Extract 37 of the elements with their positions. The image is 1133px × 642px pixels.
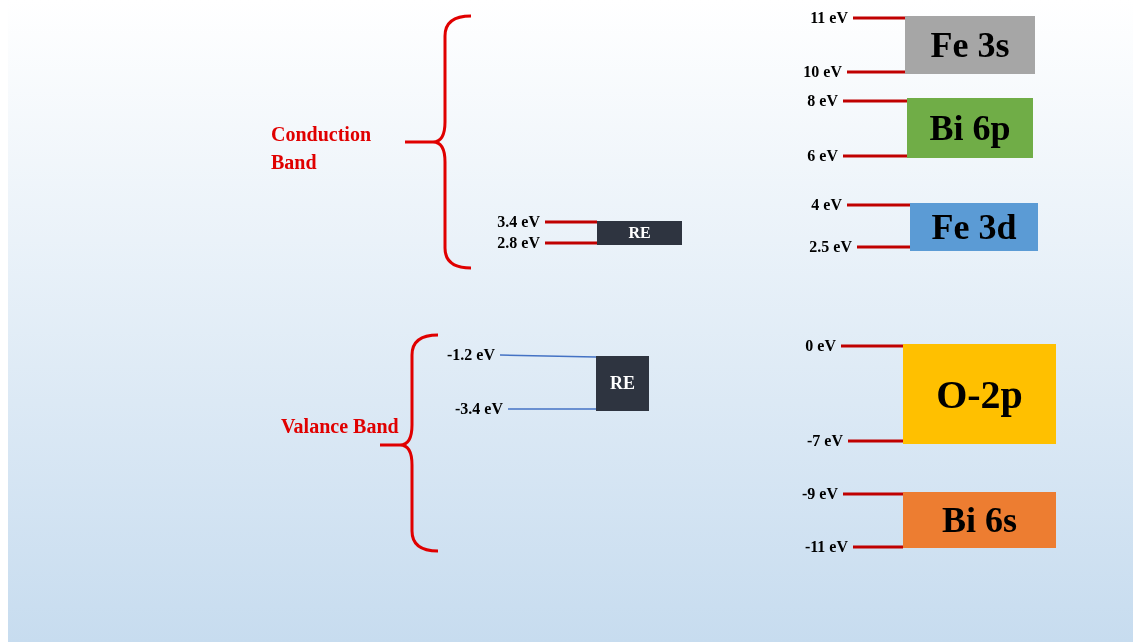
level-line — [499, 354, 597, 358]
energy-level-box: Fe 3s — [905, 16, 1035, 74]
energy-value: -3.4 eV — [455, 399, 503, 419]
level-line — [853, 16, 905, 20]
energy-level-box: Fe 3d — [910, 203, 1038, 251]
level-line — [848, 439, 903, 443]
level-line — [857, 245, 910, 249]
level-line — [847, 70, 905, 74]
level-line — [843, 492, 903, 496]
level-line — [545, 220, 597, 224]
energy-level-box: Bi 6p — [907, 98, 1033, 158]
energy-value: -1.2 eV — [447, 345, 495, 365]
energy-value: -9 eV — [802, 484, 838, 504]
energy-value: -11 eV — [804, 537, 848, 557]
level-line — [507, 408, 597, 410]
band-label: Valance Band — [281, 414, 400, 439]
energy-value: 4 eV — [811, 195, 842, 215]
level-line — [841, 344, 903, 348]
level-line — [843, 154, 907, 158]
energy-value: 2.5 eV — [809, 237, 852, 257]
band-label: Conduction Band — [271, 122, 373, 175]
energy-value: 10 eV — [803, 62, 842, 82]
level-line — [847, 203, 910, 207]
energy-value: 8 eV — [807, 91, 838, 111]
level-line — [545, 241, 597, 245]
energy-value: -7 eV — [807, 431, 843, 451]
energy-value: 3.4 eV — [497, 212, 540, 232]
energy-value: 6 eV — [807, 146, 838, 166]
energy-level-box: Bi 6s — [903, 492, 1056, 548]
energy-level-box: RE — [596, 356, 649, 411]
level-line — [853, 545, 903, 549]
energy-level-box: O-2p — [903, 344, 1056, 444]
level-line — [843, 99, 907, 103]
energy-level-box: RE — [597, 221, 682, 245]
energy-value: 2.8 eV — [497, 233, 540, 253]
energy-value: 0 eV — [805, 336, 836, 356]
energy-value: 11 eV — [810, 8, 848, 28]
